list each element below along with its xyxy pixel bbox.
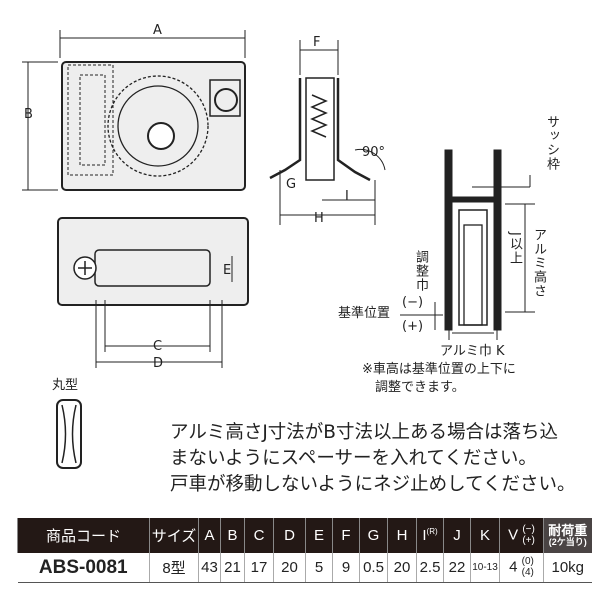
description-line-3: 戸車が移動しないようにネジ止めしてください。 [170, 474, 576, 495]
front-view [57, 217, 249, 368]
table-row: ABS-0081 8型 43 21 17 20 5 9 0.5 20 2.5 2… [17, 553, 592, 583]
header-v: V (−)(+) [499, 518, 544, 553]
dim-label-c: C [153, 339, 163, 354]
j-or-more-label: J以上 [507, 232, 522, 265]
header-i: I(R) [416, 518, 444, 553]
table-header-row: 商品コード サイズ A B C D E F G H I(R) J K V (−)… [17, 518, 592, 553]
header-v-label: V [508, 526, 519, 544]
header-size: サイズ [149, 518, 199, 553]
adjust-width-label: 調整巾 [413, 250, 428, 292]
dim-label-d: D [153, 356, 164, 371]
header-f: F [332, 518, 360, 553]
sash-frame-label: サッシ枠 [544, 115, 559, 171]
alumi-width-label: アルミ巾 K [440, 344, 505, 359]
note-line-1: ※車高は基準位置の上下に [362, 362, 516, 377]
cell-f: 9 [332, 553, 360, 583]
header-k: K [470, 518, 500, 553]
header-g: G [359, 518, 388, 553]
cell-b: 21 [220, 553, 245, 583]
note-line-2: 調整できます。 [375, 380, 465, 395]
cell-v-plus: (4) [521, 566, 534, 578]
sash-section [400, 149, 535, 340]
header-h: H [387, 518, 417, 553]
cell-load: 10kg [543, 553, 592, 583]
dim-label-b: B [24, 107, 33, 122]
header-load-sub: (2ケ当り) [548, 536, 587, 547]
minus-label: (−) [402, 295, 424, 310]
header-a: A [198, 518, 221, 553]
round-type-label: 丸型 [52, 378, 79, 393]
cell-j: 22 [443, 553, 471, 583]
cell-g: 0.5 [359, 553, 388, 583]
cell-h: 20 [387, 553, 417, 583]
plus-label: (+) [402, 319, 424, 334]
cell-i: 2.5 [416, 553, 444, 583]
header-c: C [244, 518, 274, 553]
description-line-2: まないようにスペーサーを入れてください。 [170, 448, 537, 469]
header-j: J [443, 518, 471, 553]
round-wheel [56, 399, 82, 469]
header-i-sup: (R) [426, 527, 438, 536]
cell-size: 8型 [149, 553, 199, 583]
dim-label-a: A [153, 23, 162, 38]
header-code: 商品コード [17, 518, 150, 553]
dim-label-e: E [223, 263, 232, 278]
cell-d: 20 [273, 553, 306, 583]
header-e: E [305, 518, 333, 553]
dim-label-h: H [314, 211, 324, 226]
header-i-label: I [422, 527, 427, 544]
header-d: D [273, 518, 306, 553]
dim-label-f: F [313, 35, 321, 50]
side-view [269, 40, 386, 225]
cell-k: 10-13 [470, 553, 500, 583]
alumi-height-label: アルミ高さ [531, 228, 546, 298]
cell-v: 4 (0)(4) [499, 553, 544, 583]
header-v-minus: (−) [522, 524, 535, 535]
cell-c: 17 [244, 553, 274, 583]
header-b: B [220, 518, 245, 553]
header-v-plus: (+) [522, 534, 535, 546]
cell-code: ABS-0081 [17, 553, 150, 583]
reference-position-label: 基準位置 [338, 306, 391, 321]
cell-a: 43 [198, 553, 221, 583]
angle-label: 90° [362, 145, 386, 160]
header-load-label: 耐荷重 [548, 522, 588, 538]
dim-label-g: G [286, 177, 297, 192]
cell-e: 5 [305, 553, 333, 583]
top-view [22, 30, 246, 191]
header-load: 耐荷重(2ケ当り) [543, 518, 592, 553]
cell-v-minus: (0) [521, 556, 534, 567]
spec-table: 商品コード サイズ A B C D E F G H I(R) J K V (−)… [17, 518, 592, 583]
dim-label-i: I [345, 189, 349, 204]
description-line-1: アルミ高さJ寸法がB寸法以上ある場合は落ち込 [170, 422, 558, 443]
cell-v-value: 4 [509, 558, 518, 576]
